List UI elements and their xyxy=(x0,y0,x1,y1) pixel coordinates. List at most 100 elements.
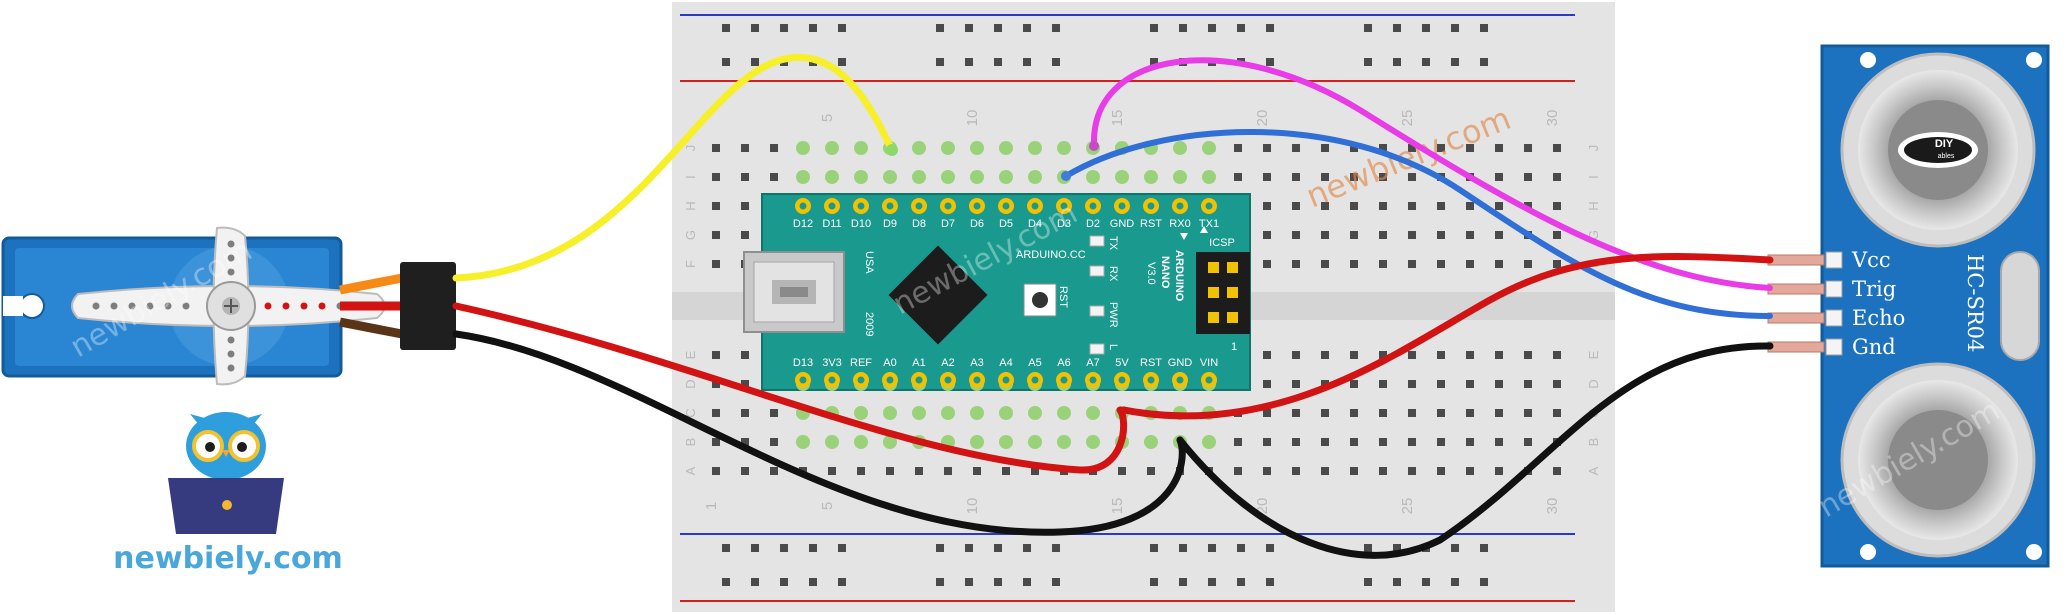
nano-top-pin-label: GND xyxy=(1110,218,1135,230)
breadboard-hole xyxy=(770,467,778,475)
breadboard-hole xyxy=(1321,202,1329,210)
breadboard-hole xyxy=(741,380,749,388)
breadboard-hole xyxy=(1350,260,1358,268)
nano-top-pin-label: D10 xyxy=(851,218,871,230)
connected-hole-highlight xyxy=(1057,141,1071,155)
rail-hole xyxy=(1023,578,1031,586)
model-line-1: ARDUINO xyxy=(1173,250,1185,302)
connected-hole-highlight xyxy=(854,141,868,155)
model-line-3: V3.0 xyxy=(1145,262,1157,285)
wire-servo-ground-black xyxy=(452,330,1186,536)
rail-hole xyxy=(780,544,788,552)
connected-hole-highlight xyxy=(854,435,868,449)
breadboard-row-letter: I xyxy=(1586,175,1601,179)
breadboard-hole xyxy=(1466,380,1474,388)
connected-hole-highlight xyxy=(1057,406,1071,420)
breadboard-hole xyxy=(1379,380,1387,388)
breadboard-hole xyxy=(1234,144,1242,152)
connected-hole-highlight xyxy=(999,406,1013,420)
connected-hole-highlight xyxy=(970,141,984,155)
nano-bottom-pin-label: RST xyxy=(1140,357,1162,369)
diyables-logo-text: DIY xyxy=(1935,138,1954,150)
servo-mount-hole-left xyxy=(19,293,45,319)
breadboard-hole xyxy=(741,144,749,152)
breadboard-column-number: 1 xyxy=(703,502,720,510)
breadboard-column-number: 20 xyxy=(1254,498,1271,515)
breadboard-hole xyxy=(1495,173,1503,181)
rail-hole xyxy=(1451,58,1459,66)
rail-hole xyxy=(1364,58,1372,66)
breadboard-row-letter: D xyxy=(1586,379,1601,388)
nano-top-pin-label: D8 xyxy=(912,218,926,230)
rail-hole xyxy=(722,58,730,66)
rail-hole xyxy=(1266,24,1274,32)
nano-top-pin-label: D9 xyxy=(883,218,897,230)
rail-hole xyxy=(1150,24,1158,32)
rail-hole xyxy=(965,578,973,586)
breadboard-row-letter: I xyxy=(683,175,698,179)
reset-button-cap xyxy=(1032,292,1048,308)
newbiely-logo: newbiely.com xyxy=(113,412,343,576)
wire-gnd-black xyxy=(1176,342,1774,559)
breadboard-hole xyxy=(886,467,894,475)
breadboard-hole xyxy=(1292,438,1300,446)
breadboard-hole xyxy=(1118,467,1126,475)
rail-hole xyxy=(936,24,944,32)
connected-hole-highlight xyxy=(970,170,984,184)
breadboard-hole xyxy=(1350,467,1358,475)
breadboard-hole xyxy=(1466,467,1474,475)
nano-bottom-pin-label: D13 xyxy=(793,357,813,369)
breadboard-hole xyxy=(1437,467,1445,475)
sensor-pin-label: Vcc xyxy=(1851,248,1891,272)
sensor-mount-hole-tr xyxy=(2026,52,2042,68)
breadboard-hole xyxy=(1350,231,1358,239)
breadboard-hole xyxy=(944,467,952,475)
breadboard-row-letter: A xyxy=(683,466,698,475)
sensor-pin-lead xyxy=(1767,341,1825,353)
breadboard-hole xyxy=(1466,231,1474,239)
wire-vcc-red xyxy=(1120,253,1774,420)
connected-hole-highlight xyxy=(941,406,955,420)
breadboard-hole xyxy=(1437,438,1445,446)
icsp-pin1-label: 1 xyxy=(1231,341,1237,353)
breadboard-hole xyxy=(712,202,720,210)
breadboard-row-letter: J xyxy=(683,145,698,152)
rail-hole xyxy=(1023,544,1031,552)
rail-hole xyxy=(1364,544,1372,552)
breadboard-row-letter: A xyxy=(1586,466,1601,475)
nano-top-pin-label: D7 xyxy=(941,218,955,230)
breadboard-hole xyxy=(1379,144,1387,152)
rail-hole xyxy=(838,578,846,586)
breadboard-hole xyxy=(1292,409,1300,417)
model-line-2: NANO xyxy=(1159,256,1171,289)
rail-hole xyxy=(1266,58,1274,66)
nano-top-pin-label: D6 xyxy=(970,218,984,230)
breadboard-hole xyxy=(741,438,749,446)
nano-bottom-pin-label: A5 xyxy=(1028,357,1041,369)
rail-hole xyxy=(809,24,817,32)
breadboard-hole xyxy=(741,231,749,239)
rail-hole xyxy=(1052,544,1060,552)
breadboard-column-number: 25 xyxy=(1399,498,1416,515)
rail-hole xyxy=(936,58,944,66)
wire-servo-power-red xyxy=(452,302,1128,474)
breadboard-column-number: 5 xyxy=(819,502,836,510)
horn-hole xyxy=(264,302,272,310)
breadboard-hole xyxy=(1292,173,1300,181)
breadboard-column-number: 10 xyxy=(964,110,981,127)
sensor-mount-hole-tl xyxy=(1860,52,1876,68)
rail-hole xyxy=(1150,58,1158,66)
breadboard-hole xyxy=(1147,467,1155,475)
breadboard-hole xyxy=(770,409,778,417)
rail-hole xyxy=(994,578,1002,586)
nano-top-pin-label: D11 xyxy=(822,218,841,230)
connected-hole-highlight xyxy=(825,435,839,449)
breadboard-row-letter: G xyxy=(683,230,698,240)
connected-hole-highlight xyxy=(1086,406,1100,420)
breadboard-hole xyxy=(1553,231,1561,239)
breadboard-hole xyxy=(1408,467,1416,475)
rail-hole xyxy=(1266,578,1274,586)
breadboard-hole xyxy=(1437,202,1445,210)
